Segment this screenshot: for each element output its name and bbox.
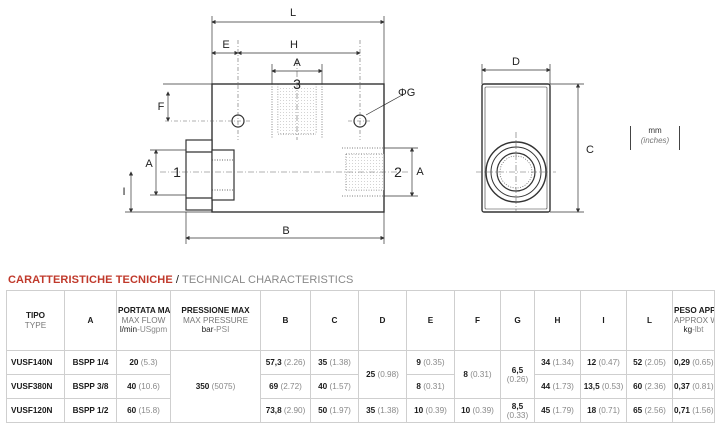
header-e: E (406, 290, 455, 351)
title-english: TECHNICAL CHARACTERISTICS (182, 274, 354, 286)
title-separator: / (172, 274, 183, 286)
section-title: CARATTERISTICHE TECNICHE / TECHNICAL CHA… (8, 274, 353, 286)
header-b: B (260, 290, 311, 351)
cell-peso: 0,37 (0.81) (672, 374, 715, 399)
cell-peso: 0,29 (0.65) (672, 350, 715, 375)
cell-f-merged: 8 (0.31) (454, 350, 501, 399)
units-legend: mm (inches) (630, 126, 680, 150)
cell-tipo: VUSF380N (6, 374, 65, 399)
port-label-1: 1 (173, 164, 181, 180)
header-l: L (626, 290, 673, 351)
table-row: VUSF140N BSPP 1/4 20 (5.3) 350 (5075) 57… (6, 350, 715, 423)
port-label-2: 2 (394, 164, 402, 180)
cell-tipo: VUSF120N (6, 398, 65, 423)
cell-portata: 40 (10.6) (116, 374, 171, 399)
port-label-3: 3 (293, 76, 301, 92)
cell-l: 65 (2.56) (626, 398, 673, 423)
cell-peso: 0,71 (1.56) (672, 398, 715, 423)
cell-b: 57,3 (2.26) (260, 350, 311, 375)
dim-label-C: C (586, 144, 594, 156)
cell-i: 18 (0.71) (580, 398, 627, 423)
dim-label-E: E (222, 39, 229, 51)
cell-l: 52 (2.05) (626, 350, 673, 375)
cell-c: 40 (1.57) (310, 374, 359, 399)
cell-b: 69 (2.72) (260, 374, 311, 399)
cell-h: 45 (1.79) (534, 398, 581, 423)
dim-label-A-right: A (416, 166, 424, 178)
cell-pressione: 350 (5075) (170, 350, 261, 423)
cell-h: 34 (1.34) (534, 350, 581, 375)
cell-d: 35 (1.38) (358, 398, 407, 423)
cell-i: 12 (0.47) (580, 350, 627, 375)
cell-c: 35 (1.38) (310, 350, 359, 375)
cell-e: 9 (0.35) (406, 350, 455, 375)
dim-label-H: H (290, 39, 298, 51)
header-f: F (454, 290, 501, 351)
cell-d-merged: 25 (0.98) (358, 350, 407, 399)
cell-g: 8,5(0.33) (500, 398, 535, 423)
header-g: G (500, 290, 535, 351)
header-d: D (358, 290, 407, 351)
cell-e: 8 (0.31) (406, 374, 455, 399)
cell-portata: 20 (5.3) (116, 350, 171, 375)
cell-tipo: VUSF140N (6, 350, 65, 375)
units-metric: mm (648, 126, 662, 135)
header-peso: PESO APPROXAPPROX WEIGHTkg-lbt (672, 290, 715, 351)
table-row: VUSF120N BSPP 1/2 60 (15.8) 73,8 (2.90) … (6, 398, 715, 423)
dim-label-F: F (158, 101, 165, 113)
dim-label-phiG: ΦG (398, 87, 415, 99)
cell-a: BSPP 1/2 (64, 398, 117, 423)
cell-a: BSPP 1/4 (64, 350, 117, 375)
cell-a: BSPP 3/8 (64, 374, 117, 399)
cell-c: 50 (1.97) (310, 398, 359, 423)
header-i: I (580, 290, 627, 351)
hex-fitting (185, 139, 235, 211)
dim-label-A-left: A (145, 158, 153, 170)
cell-f: 10 (0.39) (454, 398, 501, 423)
header-c: C (310, 290, 359, 351)
cell-g-merged: 6,5(0.26) (500, 350, 535, 399)
cell-l: 60 (2.36) (626, 374, 673, 399)
cell-portata: 60 (15.8) (116, 398, 171, 423)
units-imperial: (inches) (640, 136, 670, 145)
dim-label-I: I (122, 186, 125, 198)
cell-e: 10 (0.39) (406, 398, 455, 423)
cell-b: 73,8 (2.90) (260, 398, 311, 423)
dim-label-B: B (282, 225, 289, 237)
cell-i: 13,5 (0.53) (580, 374, 627, 399)
front-view (160, 40, 410, 213)
dim-label-A-top: A (293, 57, 301, 69)
header-a: A (64, 290, 117, 351)
title-italian: CARATTERISTICHE TECNICHE (8, 274, 173, 286)
table-row: VUSF380N BSPP 3/8 40 (10.6) 69 (2.72) 40… (6, 374, 715, 399)
header-h: H (534, 290, 581, 351)
technical-drawing: L E H A 3 ΦG F A I 1 2 A B D C (122, 7, 594, 244)
cell-h: 44 (1.73) (534, 374, 581, 399)
dim-label-D: D (512, 56, 520, 68)
side-view (476, 83, 556, 213)
dim-label-L: L (290, 7, 296, 19)
